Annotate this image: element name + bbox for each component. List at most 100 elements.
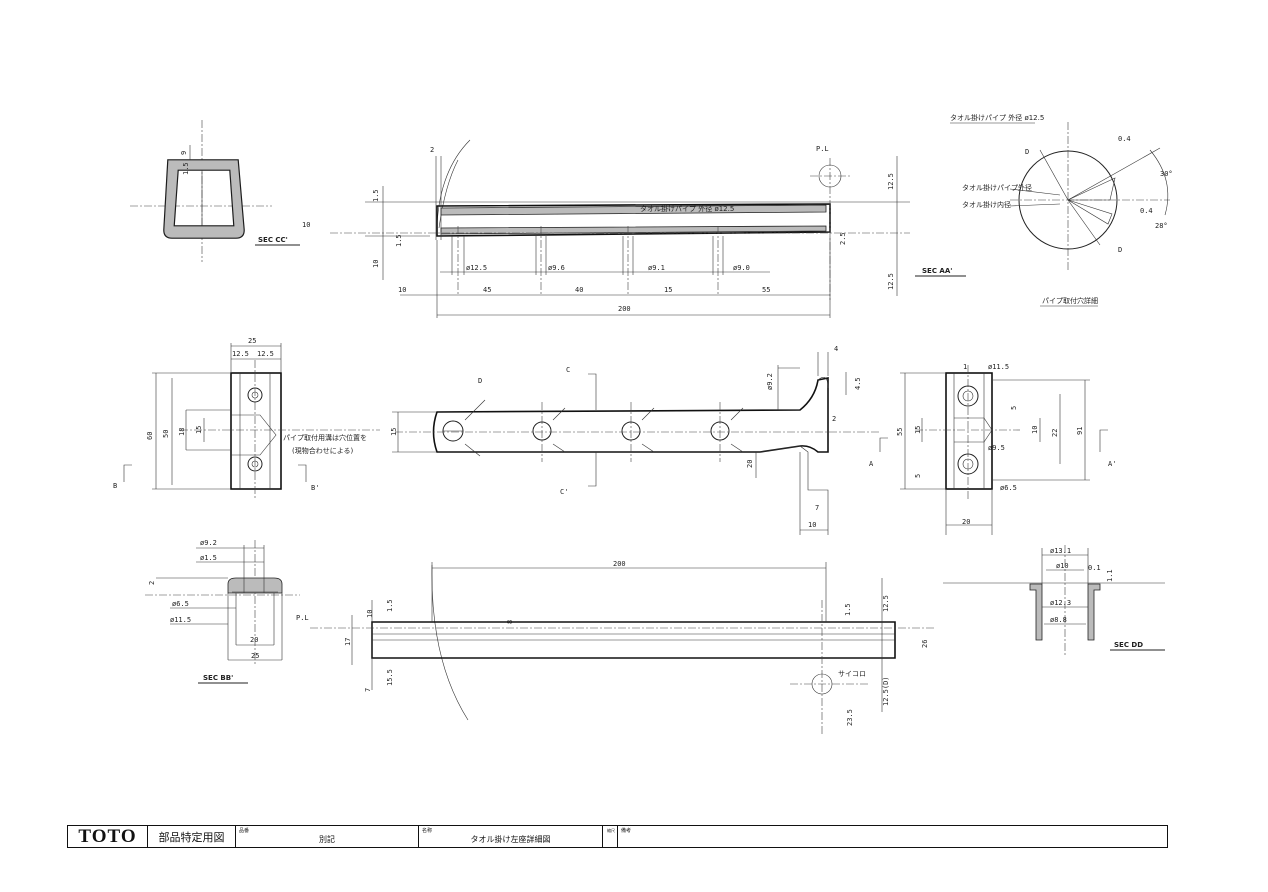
dim-right-h10: 10 — [1031, 426, 1039, 434]
dim-bb-1-5: ø1.5 — [200, 554, 217, 562]
dim-bb-w25: 25 — [251, 652, 259, 660]
note-pipe-outer: タオル掛けパイプ外径 — [962, 183, 1032, 192]
dim-cc-9: 9 — [180, 151, 188, 155]
doc-type: 部品特定用図 — [148, 826, 236, 847]
dim-bottom-h15-5: 15.5 — [386, 669, 394, 686]
dim-right-hole-6-5: ø6.5 — [1000, 484, 1017, 492]
dim-bb-d2: 2 — [148, 581, 156, 585]
dim-dd-10: ø10 — [1056, 562, 1069, 570]
dim-left-w12-5a: 12.5 — [232, 350, 249, 358]
dim-bb-w20: 20 — [250, 636, 258, 644]
dim-bottom-d1-5: 1.5 — [844, 603, 852, 616]
name-value: タオル掛け左座詳細図 — [470, 835, 551, 844]
dim-top-10b: 10 — [302, 221, 310, 229]
dim-detail-0-4: 0.4 — [1118, 135, 1131, 143]
dim-top-1-5: 1.5 — [372, 189, 380, 202]
part-no-value: 別記 — [319, 835, 335, 844]
dim-bottom-h17: 17 — [344, 638, 352, 646]
dim-right-w20: 20 — [962, 518, 970, 526]
name-cell: 名称 タオル掛け左座詳細図 — [419, 826, 603, 847]
dim-top-hole-9-1: ø9.1 — [648, 264, 665, 272]
dim-detail-28deg: 28° — [1155, 222, 1168, 230]
dim-cc-1-5: 1.5 — [182, 162, 190, 175]
remarks-cell: 備考 — [618, 826, 1167, 847]
section-mark-a: A — [869, 460, 874, 468]
dim-bottom-d8: 8 — [506, 620, 514, 624]
name-caption: 名称 — [422, 828, 433, 834]
note-pl-top: P.L — [816, 145, 829, 153]
dim-right-h15: 15 — [914, 426, 922, 434]
dim-mid-20: 20 — [746, 460, 754, 468]
remarks-caption: 備考 — [621, 828, 632, 834]
section-mark-b: B — [113, 482, 117, 490]
dim-top-10: 10 — [372, 260, 380, 268]
scale-cell: 縮尺 — [603, 826, 618, 847]
note-flare: タオル掛けパイプ 外径 ø12.5 — [640, 204, 734, 213]
dim-dd-12-3: ø12.3 — [1050, 599, 1071, 607]
left-front-view: 25 12.5 12.5 60 50 18 15 パイプ取付用溝は穴位置を (現… — [113, 337, 380, 500]
dim-left-w25: 25 — [248, 337, 256, 345]
scale-caption: 縮尺 — [607, 828, 615, 833]
dim-top-s15: 15 — [664, 286, 672, 294]
dim-bottom-h23-5: 23.5 — [846, 709, 854, 726]
dim-top-s45: 45 — [483, 286, 491, 294]
dim-top-1: 1.5 — [395, 234, 403, 247]
dim-detail-30deg: 30° — [1160, 170, 1173, 178]
dim-top-total: 200 — [618, 305, 631, 313]
dim-top-s55: 55 — [762, 286, 770, 294]
dim-top-hole-9-6: ø9.6 — [548, 264, 565, 272]
dim-mid-7: 7 — [815, 504, 819, 512]
dim-bottom-h12-5: 12.5 — [882, 595, 890, 612]
top-side-view: P.L 2 タオル掛けパイプ 外径 ø12.5 12.5 2.5 12.5 1.… — [302, 139, 966, 318]
dim-right-h5: 5 — [914, 474, 922, 478]
dim-top-hole-12-5: ø12.5 — [466, 264, 487, 272]
sec-bb-view: ø9.2 ø1.5 ø6.5 ø11.5 20 25 2 SEC BB' — [145, 539, 300, 684]
drawing-sheet: 9 1.5 SEC CC' P.L 2 タオル掛けパイプ 外径 ø12.5 12… — [113, 113, 1173, 735]
part-no-cell: 品番 別記 — [236, 826, 419, 847]
dim-bottom-h12-5b: 12.5(D) — [882, 676, 890, 706]
dim-mid-4: 4 — [834, 345, 838, 353]
dim-mid-4-5: 4.5 — [854, 377, 862, 390]
note-detail-header: タオル掛けパイプ 外径 ø12.5 — [950, 113, 1044, 122]
dim-left-h18: 18 — [178, 428, 186, 436]
label-sec-cc: SEC CC' — [258, 236, 288, 244]
toto-logo: TOTO — [68, 826, 148, 847]
dim-dd-1-1: 1.1 — [1106, 569, 1114, 582]
dim-right-h22: 22 — [1051, 429, 1059, 437]
middle-plan-view: 15 D C C' ø9.2 4 4.5 2 20 7 10 A — [390, 345, 888, 535]
note-pipe-inner: タオル掛け内径 — [962, 200, 1011, 209]
dim-right-hole-11-5: ø11.5 — [988, 363, 1009, 371]
dim-bb-6-5: ø6.5 — [172, 600, 189, 608]
dim-mid-2: 2 — [832, 415, 836, 423]
dim-right-d5: 5 — [1010, 406, 1018, 410]
dim-left-h15: 15 — [195, 426, 203, 434]
section-mark-c: C — [566, 366, 570, 374]
dim-bottom-h7: 7 — [364, 688, 372, 692]
dim-top-2: 2 — [430, 146, 434, 154]
dim-bottom-d1-5b: 1.5 — [386, 599, 394, 612]
dim-left-h50: 50 — [162, 430, 170, 438]
sec-dd-view: ø13.1 ø10 ø12.3 ø8.8 0.1 1.1 SEC DD — [943, 545, 1165, 655]
label-pipe-detail: パイプ取付穴詳細 — [1042, 296, 1098, 305]
dim-mid-9-2: ø9.2 — [766, 373, 774, 390]
bottom-front-view: P.L 200 サイコロ 12.5 12.5(D) 23.5 26 1.5 8 … — [296, 560, 935, 735]
dim-left-h60: 60 — [146, 432, 154, 440]
section-mark-b2: B' — [311, 484, 319, 492]
note-hole-2: (現物合わせによる) — [292, 446, 354, 455]
dim-top-r12-5: 12.5 — [887, 173, 895, 190]
dim-top-s40: 40 — [575, 286, 583, 294]
dim-right-h55: 55 — [896, 428, 904, 436]
dim-top-r12-5b: 12.5 — [887, 273, 895, 290]
section-mark-a2: A' — [1108, 460, 1116, 468]
section-mark-c2: C' — [560, 488, 568, 496]
part-no-caption: 品番 — [239, 828, 250, 834]
dim-bb-11-5: ø11.5 — [170, 616, 191, 624]
dim-detail-0-4b: 0.4 — [1140, 207, 1153, 215]
dim-right-h91: 91 — [1076, 427, 1084, 435]
note-hole-1: パイプ取付用溝は穴位置を — [283, 433, 367, 442]
title-block: TOTO 部品特定用図 品番 別記 名称 タオル掛け左座詳細図 縮尺 備考 — [67, 825, 1168, 848]
dim-mid-10: 10 — [808, 521, 816, 529]
dim-bottom-total: 200 — [613, 560, 626, 568]
label-sec-aa: SEC AA' — [922, 267, 952, 275]
pipe-hole-detail: タオル掛けパイプ 外径 ø12.5 D D 0.4 30° 28° 0.4 タオ… — [950, 113, 1173, 307]
